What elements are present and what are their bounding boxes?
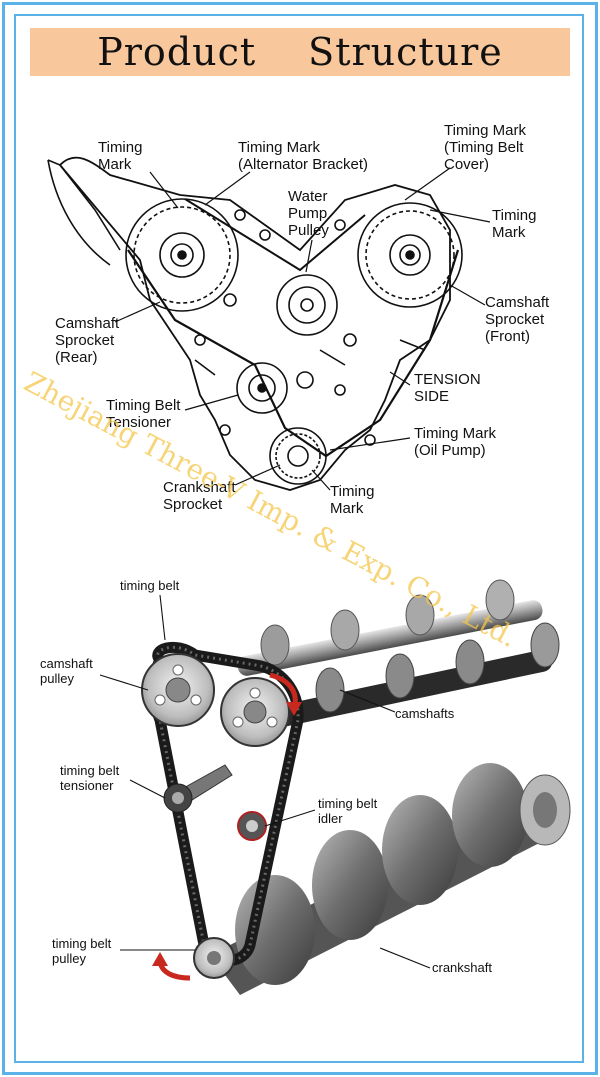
- label-crankshaft: crankshaft: [432, 960, 492, 975]
- label-timing-mark-oil-pump: Timing Mark(Oil Pump): [414, 425, 496, 459]
- page-title: Product Structure: [97, 30, 503, 74]
- belt-drive-illustration: [141, 579, 571, 995]
- inner-frame: [14, 14, 584, 1063]
- title-bar: Product Structure: [30, 28, 570, 76]
- title-word-structure: Structure: [308, 30, 503, 74]
- lower-leader-lines: [99, 594, 431, 969]
- camshaft-pulley-left: [141, 653, 215, 727]
- watermark: Zhejiang Three-V Imp. & Exp. Co., Ltd.: [19, 365, 523, 654]
- upper-leader-lines: [114, 167, 491, 491]
- camshaft-pulley-right: [220, 677, 290, 747]
- label-camshafts: camshafts: [395, 706, 455, 721]
- label-timing-belt: timing belt: [120, 578, 180, 593]
- rotation-arrow-cam: [269, 672, 298, 706]
- label-timing-mark-alternator: Timing Mark(Alternator Bracket): [238, 139, 368, 173]
- engine-timing-diagram: [47, 156, 463, 491]
- crank-pulley-graphic: [193, 937, 235, 979]
- camshafts-graphic: [237, 579, 560, 731]
- tensioner-graphic: [163, 764, 233, 813]
- title-word-product: Product: [97, 30, 257, 74]
- idler-graphic: [237, 811, 267, 841]
